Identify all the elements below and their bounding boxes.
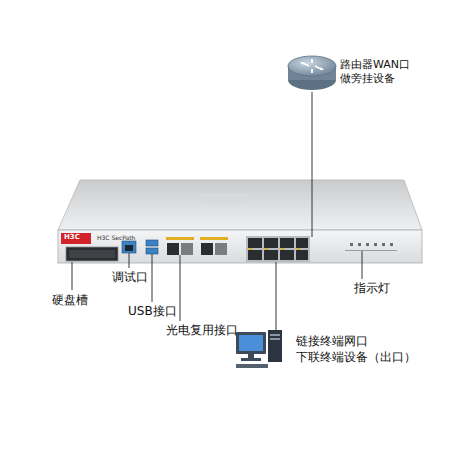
- logo-plate: [61, 233, 91, 244]
- computer-icon: [236, 330, 282, 368]
- callout-label: 指示灯: [354, 281, 390, 297]
- callout-label: 路由器WAN口 做旁挂设备: [340, 58, 413, 87]
- callout-label: 光电复用接口: [166, 323, 238, 339]
- callout-label: 调试口: [112, 270, 148, 286]
- leader-lines: [72, 92, 362, 330]
- device-top: [58, 180, 422, 230]
- indicator-lights: [345, 243, 397, 251]
- callout-label: USB接口: [128, 304, 177, 320]
- device-front: [58, 230, 422, 263]
- callout-label: 链接终端网口 下联终端设备（出口）: [296, 334, 418, 365]
- callout-label: 硬盘槽: [52, 293, 88, 309]
- router-icon: [288, 56, 336, 90]
- lan-ports: [246, 236, 310, 262]
- disk-slot: [66, 247, 118, 261]
- usb-port: [146, 240, 158, 246]
- brand-logo: H3C: [64, 233, 80, 242]
- combo-ports: [166, 237, 228, 255]
- console-port: [122, 241, 136, 253]
- model-name: H3C SecPath: [97, 234, 135, 242]
